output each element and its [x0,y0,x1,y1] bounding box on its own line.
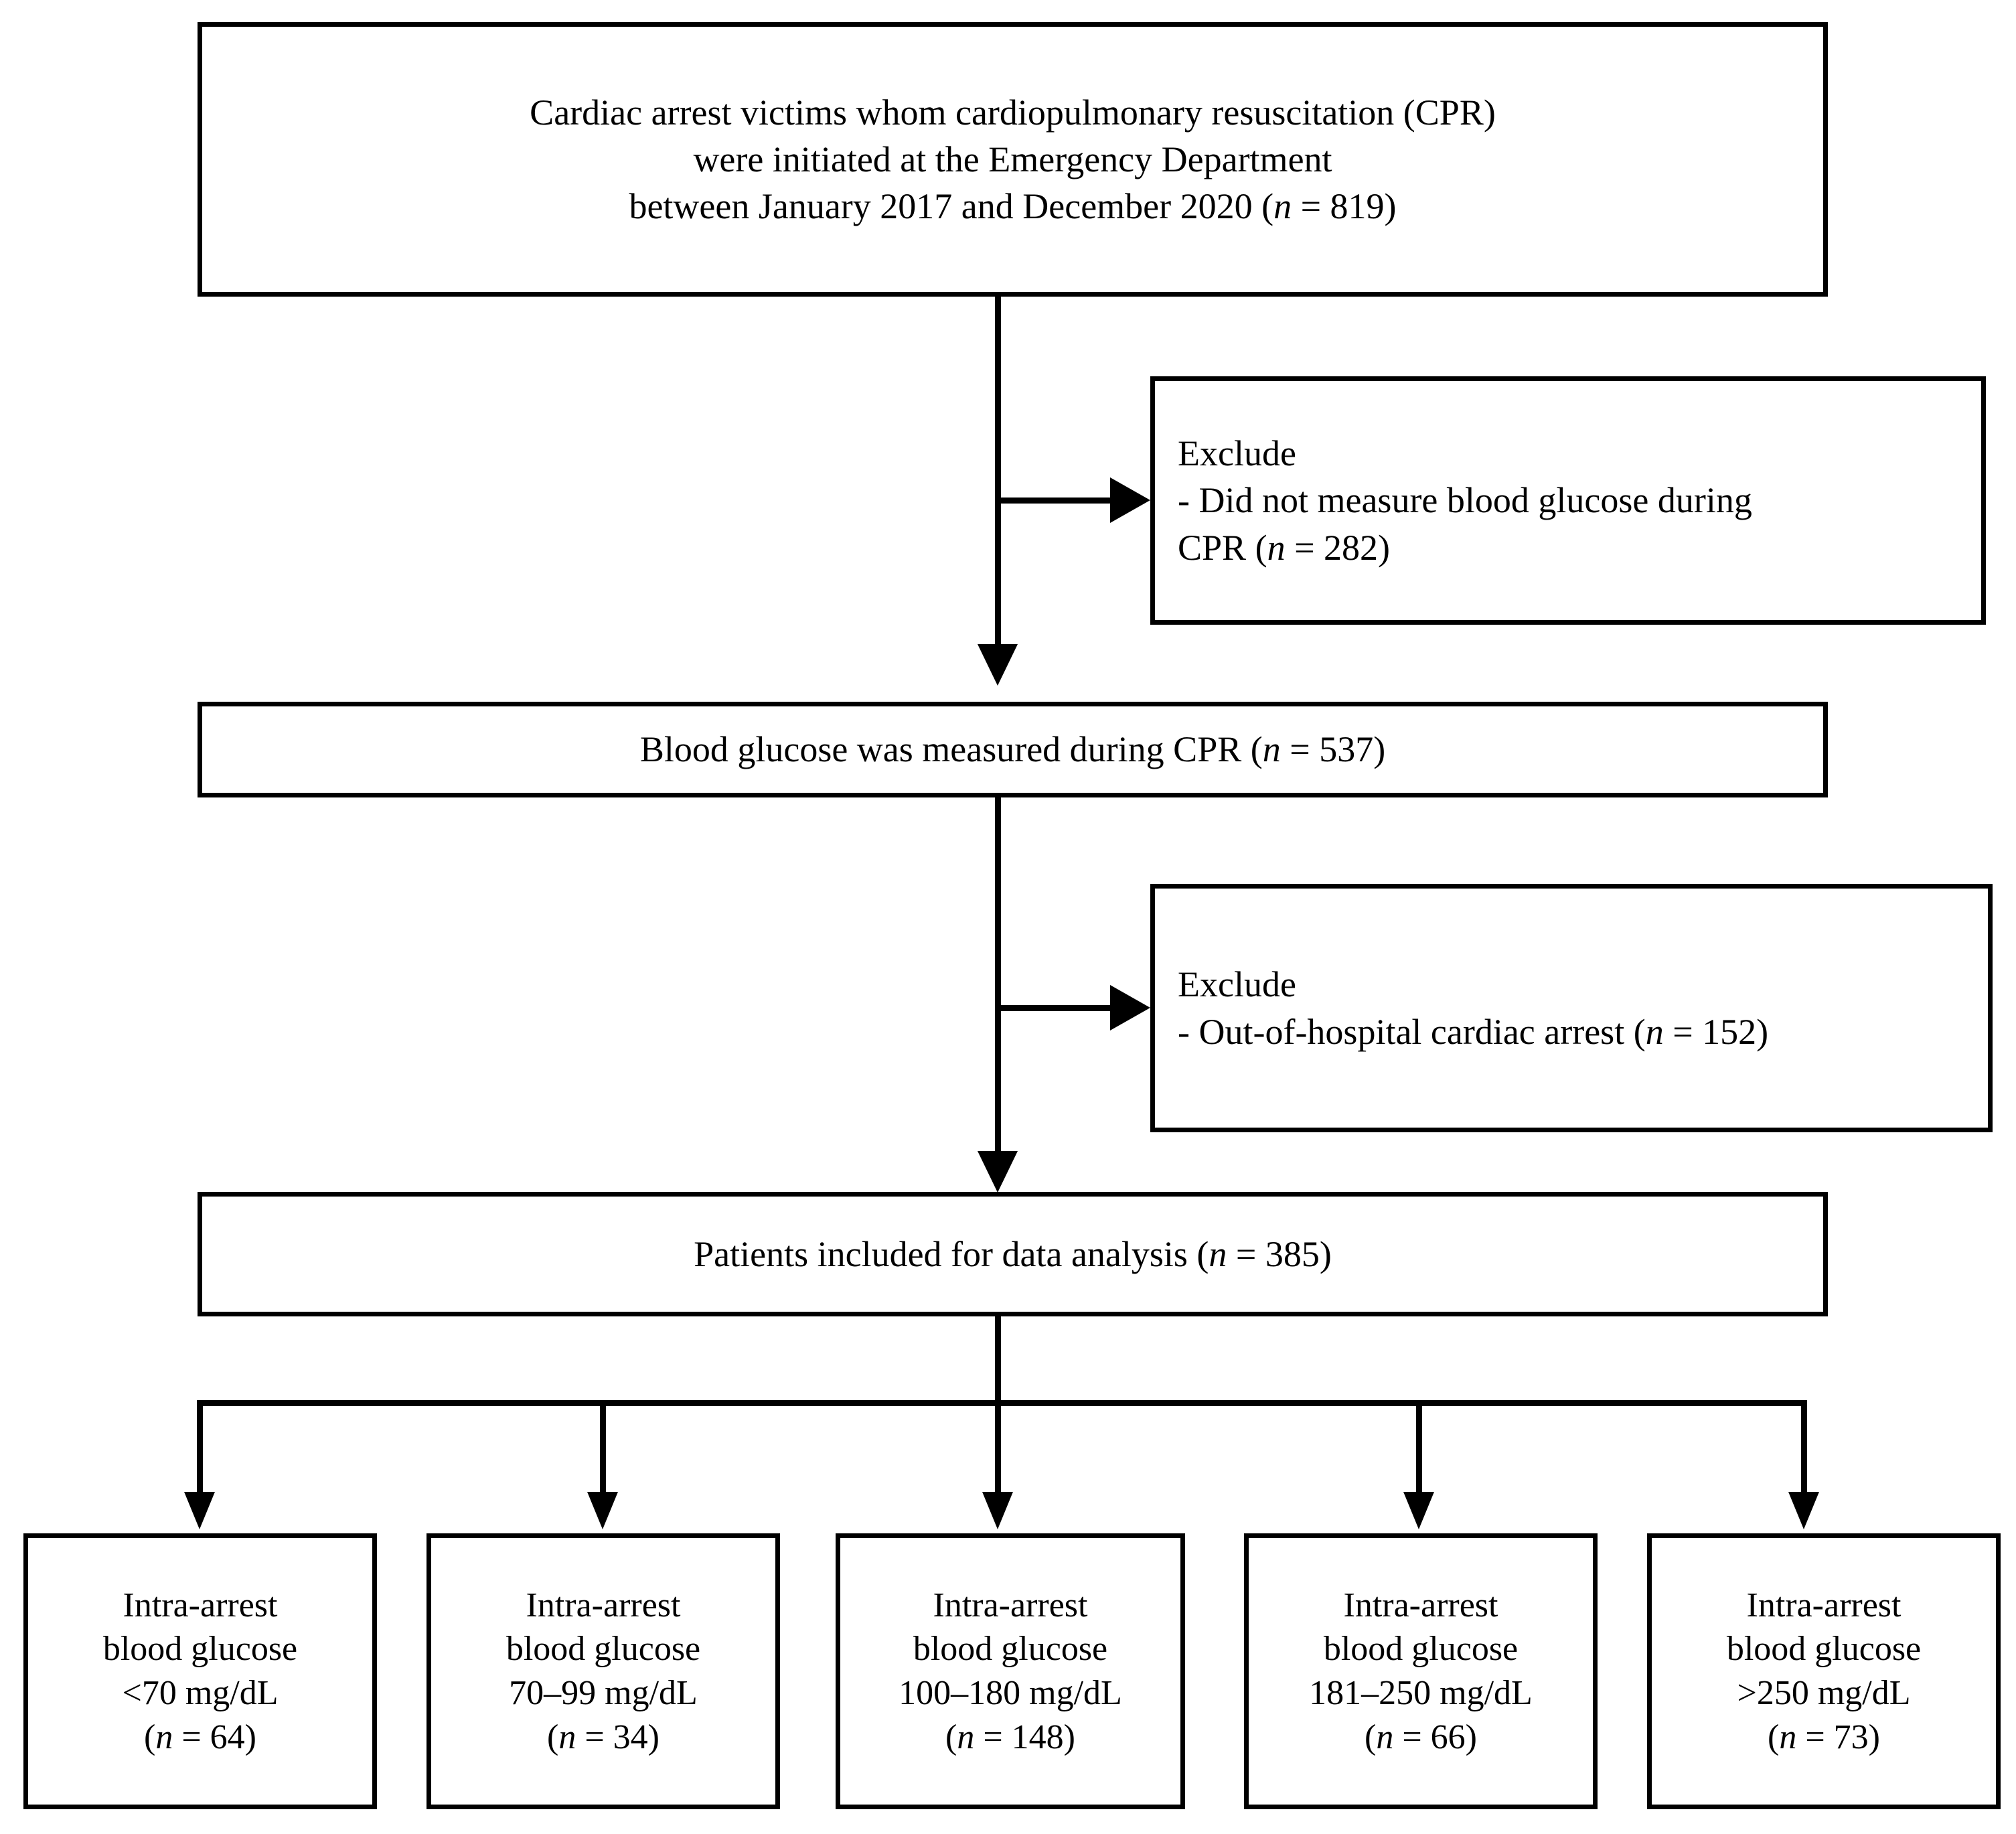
connector-measured-to-included [995,797,1001,1151]
node-included: Patients included for data analysis (n =… [198,1192,1828,1316]
arrowhead-down-icon [978,644,1018,686]
arrowhead-down-icon [978,1151,1018,1193]
arrowhead-down-icon [982,1492,1013,1529]
node-exclude-1: Exclude- Did not measure blood glucose d… [1150,376,1986,625]
connector-drop-group-3 [995,1406,1001,1493]
connector-drop-group-1 [197,1406,203,1493]
node-enrollment: Cardiac arrest victims whom cardiopulmon… [198,22,1828,297]
connector-branch-exclude-2 [998,1005,1111,1011]
connector-drop-group-5 [1801,1406,1807,1493]
node-measured: Blood glucose was measured during CPR (n… [198,702,1828,797]
connector-drop-group-2 [600,1406,606,1493]
arrowhead-right-icon [1110,985,1150,1030]
node-exclude-2: Exclude- Out-of-hospital cardiac arrest … [1150,884,1993,1132]
node-measured-text: Blood glucose was measured during CPR (n… [639,729,1386,770]
connector-drop-group-4 [1416,1406,1422,1493]
connector-branch-exclude-1 [998,498,1111,504]
arrowhead-down-icon [184,1492,215,1529]
node-enrollment-text: Cardiac arrest victims whom cardiopulmon… [530,92,1496,227]
arrowhead-down-icon [587,1492,618,1529]
connector-included-to-groups [995,1316,1001,1400]
arrowhead-down-icon [1403,1492,1434,1529]
arrowhead-down-icon [1788,1492,1819,1529]
node-exclude-2-text: Exclude- Out-of-hospital cardiac arrest … [1178,964,1769,1052]
node-exclude-1-text: Exclude- Did not measure blood glucose d… [1178,433,1752,568]
node-included-text: Patients included for data analysis (n =… [694,1233,1332,1274]
arrowhead-right-icon [1110,477,1150,523]
connector-enrollment-to-measured [995,297,1001,644]
connector-distribution-bar [197,1400,1807,1406]
